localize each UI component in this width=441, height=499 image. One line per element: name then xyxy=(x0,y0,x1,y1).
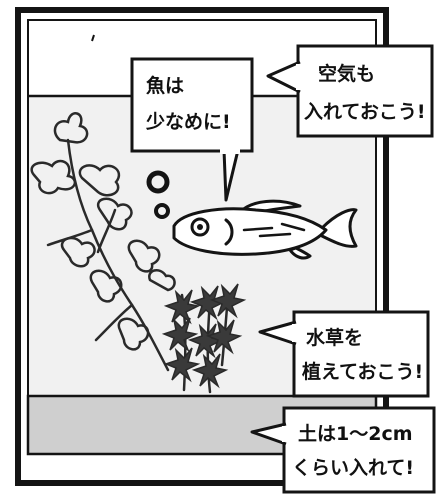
callout-plants: 水草を 植えておこう! xyxy=(258,310,430,398)
callout-plants-line1: 水草を xyxy=(306,326,363,349)
leafy-plant-leaf xyxy=(89,269,123,303)
callout-plants-box xyxy=(292,310,430,398)
callout-air: 空気も 入れておこう! xyxy=(266,44,434,138)
fish-gill xyxy=(224,218,234,246)
callout-soil-box xyxy=(282,406,436,494)
callout-soil-line2: くらい入れて! xyxy=(292,457,414,479)
fish-body xyxy=(172,207,328,256)
fish-tail xyxy=(320,208,358,248)
leafy-plant-leaf xyxy=(148,268,176,292)
leafy-plant-leaf xyxy=(30,159,77,195)
callout-soil-line1: 土は1～2cm xyxy=(298,423,413,445)
callout-soil-pointer xyxy=(250,422,287,446)
leafy-plant-branch xyxy=(96,208,117,254)
air-bubbles xyxy=(146,170,170,219)
callout-air-line2: 入れておこう! xyxy=(304,101,426,123)
fish-belly-fin xyxy=(288,246,312,260)
bushy-plant xyxy=(161,283,247,394)
callout-air-pointer xyxy=(266,60,301,94)
callout-fish: 魚は 少なめに! xyxy=(130,57,254,202)
callout-soil: 土は1～2cm くらい入れて! xyxy=(250,406,436,494)
callout-fish-line2: 少なめに! xyxy=(145,111,231,133)
small-stroke-mark xyxy=(91,34,95,42)
callout-fish-box xyxy=(130,57,254,153)
leafy-plant-leaf xyxy=(96,197,133,231)
fish xyxy=(172,199,358,260)
bubble-large xyxy=(146,170,170,194)
fish-stripe xyxy=(242,222,306,238)
callout-fish-pointer xyxy=(222,149,240,202)
leafy-plant xyxy=(30,112,176,372)
bubble-small xyxy=(154,203,170,219)
callout-plants-line2: 植えておこう! xyxy=(302,360,423,383)
callout-air-line1: 空気も xyxy=(318,62,375,85)
leafy-plant-leaf xyxy=(53,112,89,144)
leafy-plant-branch xyxy=(94,303,134,342)
fish-pupil xyxy=(197,224,203,230)
bushy-plant-foliage xyxy=(161,283,247,389)
leafy-plant-leaf xyxy=(60,236,96,268)
leafy-plant-leaf xyxy=(117,317,150,351)
leafy-plant-leaf xyxy=(127,239,161,273)
callout-plants-pointer xyxy=(258,320,297,346)
leafy-plant-leaf xyxy=(78,164,121,197)
tank-outline-inner xyxy=(27,19,377,455)
callout-fish-line1: 魚は xyxy=(146,74,184,97)
